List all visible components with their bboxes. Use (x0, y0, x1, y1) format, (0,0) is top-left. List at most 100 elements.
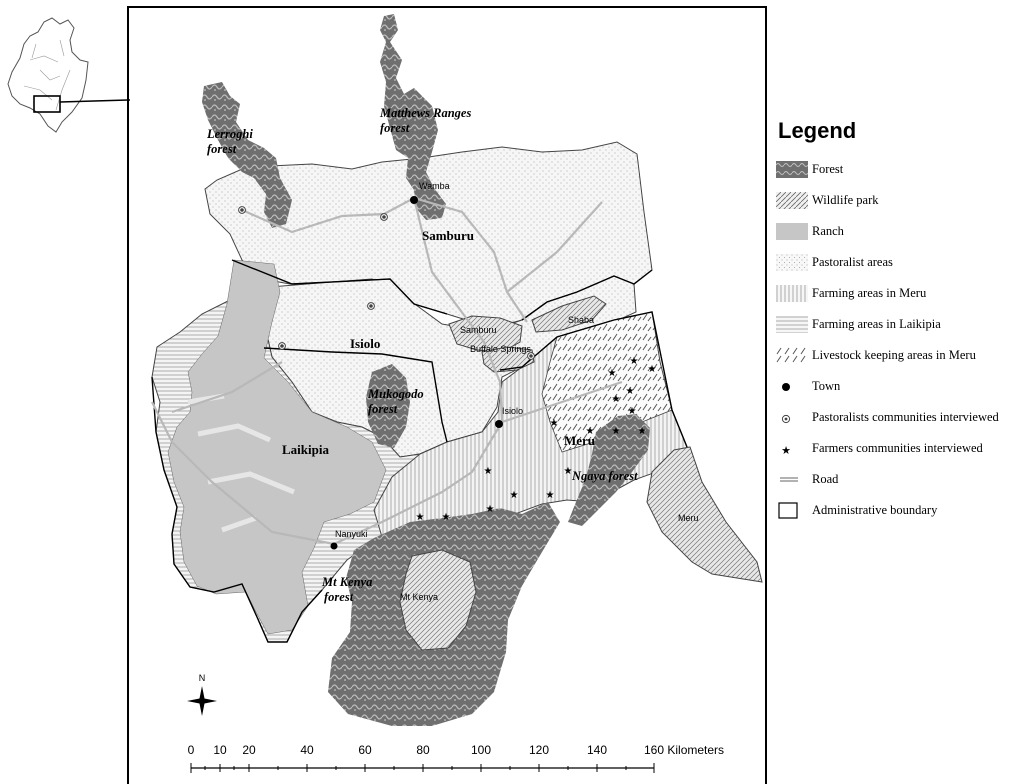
svg-text:★: ★ (484, 466, 493, 477)
ngaya-forest (568, 414, 650, 526)
legend-label: Administrative boundary (812, 503, 938, 517)
legend-label: Farming areas in Laikipia (812, 317, 941, 331)
pastoralist-swatch-icon (776, 254, 808, 271)
scale-tick-60: 60 (358, 743, 372, 757)
pastoralist-community-icon (776, 409, 808, 426)
map-legend: Legend Forest Wildlife park Ranch Pastor… (776, 118, 1032, 526)
legend-item-livestock-meru: Livestock keeping areas in Meru (776, 340, 1032, 371)
farming-meru-swatch-icon (776, 285, 808, 302)
park-label-meru: Meru (678, 513, 699, 523)
admin-boundary-laikipia-isiolo (263, 347, 448, 443)
town-label-nanyuki: Nanyuki (335, 529, 368, 539)
town-wamba-marker (410, 196, 418, 204)
wildlife-park-swatch-icon (776, 192, 808, 209)
farmer-community-markers: ★★★ ★★★ ★★★ ★★★ ★★★ ★★ (416, 356, 657, 523)
town-dot-icon (776, 378, 808, 395)
legend-item-pastoralist-community: Pastoralists communities interviewed (776, 402, 1032, 433)
park-label-mt-kenya: Mt Kenya (400, 592, 438, 602)
lerroghi-forest (202, 82, 292, 228)
svg-text:★: ★ (486, 504, 495, 515)
legend-label: Forest (812, 162, 844, 176)
legend-item-farming-laikipia: Farming areas in Laikipia (776, 309, 1032, 340)
scale-bar: 0 10 20 40 60 80 100 120 140 160 Kilomet… (188, 743, 724, 773)
town-label-wamba: Wamba (419, 181, 450, 191)
legend-item-ranch: Ranch (776, 216, 1032, 247)
pastoralist-community-markers (238, 206, 535, 360)
scale-tick-100: 100 (471, 743, 491, 757)
town-nanyuki-marker (330, 542, 338, 550)
scale-tick-20: 20 (242, 743, 256, 757)
svg-text:★: ★ (612, 394, 621, 405)
region-label-isiolo: Isiolo (350, 336, 380, 351)
svg-text:★: ★ (628, 406, 637, 417)
park-label-samburu: Samburu (460, 325, 497, 335)
road-icon (776, 471, 808, 488)
farming-laikipia-swatch-icon (776, 316, 808, 333)
legend-item-farmer-community: ★ Farmers communities interviewed (776, 433, 1032, 464)
north-arrow: N (187, 673, 217, 716)
svg-text:★: ★ (442, 512, 451, 523)
legend-label: Pastoralist areas (812, 255, 893, 269)
buffalo-springs-reserve (481, 346, 535, 373)
region-label-samburu: Samburu (422, 228, 474, 243)
matthews-ranges-forest (380, 14, 446, 220)
study-area-map: ★★★ ★★★ ★★★ ★★★ ★★★ ★★ N Samburu Isiolo … (127, 6, 767, 784)
legend-title: Legend (778, 118, 857, 143)
admin-boundary-meru-isiolo (499, 311, 688, 448)
svg-text:N: N (199, 673, 206, 683)
legend-label: Wildlife park (812, 193, 879, 207)
legend-item-road: Road (776, 464, 1032, 495)
svg-text:★: ★ (586, 426, 595, 437)
scale-tick-40: 40 (300, 743, 314, 757)
livestock-meru-swatch-icon (776, 347, 808, 364)
shaba-reserve (531, 295, 607, 333)
forest-label-ngaya: Ngaya forest (571, 469, 638, 483)
legend-label: Ranch (812, 224, 844, 238)
ranch-swatch-icon (776, 223, 808, 240)
farmer-community-star-icon: ★ (776, 440, 808, 457)
svg-text:★: ★ (638, 426, 647, 437)
scale-tick-10: 10 (213, 743, 227, 757)
region-label-meru: Meru (564, 433, 595, 448)
legend-label: Farmers communities interviewed (812, 441, 983, 455)
samburu-reserve (448, 315, 523, 353)
svg-text:★: ★ (546, 490, 555, 501)
legend-item-wildlife-park: Wildlife park (776, 185, 1032, 216)
svg-text:★: ★ (781, 444, 791, 457)
forest-swatch-icon (776, 161, 808, 178)
kenya-outline (7, 17, 89, 133)
kenya-inset-map (7, 17, 130, 133)
legend-item-forest: Forest (776, 154, 1032, 185)
town-isiolo-marker (495, 420, 503, 428)
meru-national-park (646, 446, 763, 583)
svg-text:★: ★ (626, 386, 635, 397)
inset-pointer-line (59, 99, 130, 103)
svg-text:★: ★ (608, 368, 617, 379)
svg-text:★: ★ (564, 466, 573, 477)
legend-label: Pastoralists communities interviewed (812, 410, 999, 424)
svg-text:★: ★ (416, 512, 425, 523)
scale-tick-160: 160 Kilometers (644, 743, 724, 757)
svg-text:★: ★ (510, 490, 519, 501)
town-label-isiolo: Isiolo (502, 406, 523, 416)
admin-boundary-icon (776, 502, 808, 519)
scale-tick-80: 80 (416, 743, 430, 757)
park-label-shaba: Shaba (568, 315, 594, 325)
scale-tick-140: 140 (587, 743, 607, 757)
svg-text:★: ★ (550, 418, 559, 429)
park-label-buffalo-springs: Buffalo Springs (470, 344, 531, 354)
svg-text:★: ★ (612, 426, 621, 437)
legend-label: Farming areas in Meru (812, 286, 927, 300)
mt-kenya-national-park (399, 549, 477, 651)
legend-label: Livestock keeping areas in Meru (812, 348, 976, 362)
scale-tick-0: 0 (188, 743, 195, 757)
region-label-laikipia: Laikipia (282, 442, 329, 457)
admin-boundary-samburu-isiolo (231, 259, 653, 321)
legend-label: Road (812, 472, 839, 486)
legend-label: Town (812, 379, 841, 393)
legend-item-farming-meru: Farming areas in Meru (776, 278, 1032, 309)
